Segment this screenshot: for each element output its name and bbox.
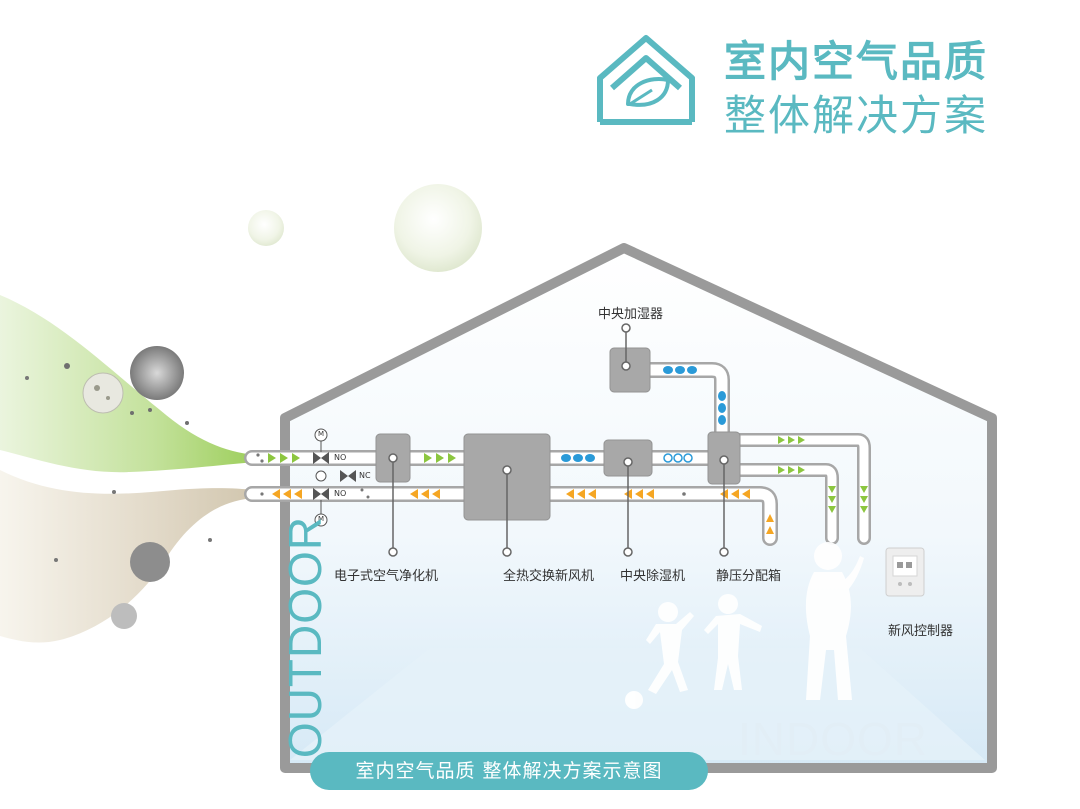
valve-label-no-top: NO — [334, 453, 346, 462]
label-dehumidifier: 中央除湿机 — [620, 565, 685, 584]
wall-controller-icon — [886, 548, 924, 596]
main-title-line2: 整体解决方案 — [724, 82, 988, 143]
label-plenum: 静压分配箱 — [716, 565, 781, 584]
label-erv: 全热交换新风机 — [503, 565, 594, 584]
indoor-label: INDOOR — [738, 712, 928, 766]
main-title-line1: 室内空气品质 — [724, 28, 988, 89]
air-bubble-small — [248, 210, 284, 246]
label-humidifier: 中央加湿器 — [598, 303, 663, 322]
label-purifier: 电子式空气净化机 — [334, 565, 438, 584]
outdoor-label: OUTDOOR — [278, 507, 332, 767]
air-bubble-large — [394, 184, 482, 272]
caption-banner: 室内空气品质 整体解决方案示意图 — [310, 752, 708, 790]
house-leaf-icon — [600, 38, 692, 122]
motor-label-top: M — [318, 430, 324, 438]
valve-label-nc: NC — [359, 471, 371, 480]
valve-label-no-bottom: NO — [334, 489, 346, 498]
label-controller: 新风控制器 — [888, 620, 953, 639]
fresh-air-plume — [0, 295, 255, 472]
